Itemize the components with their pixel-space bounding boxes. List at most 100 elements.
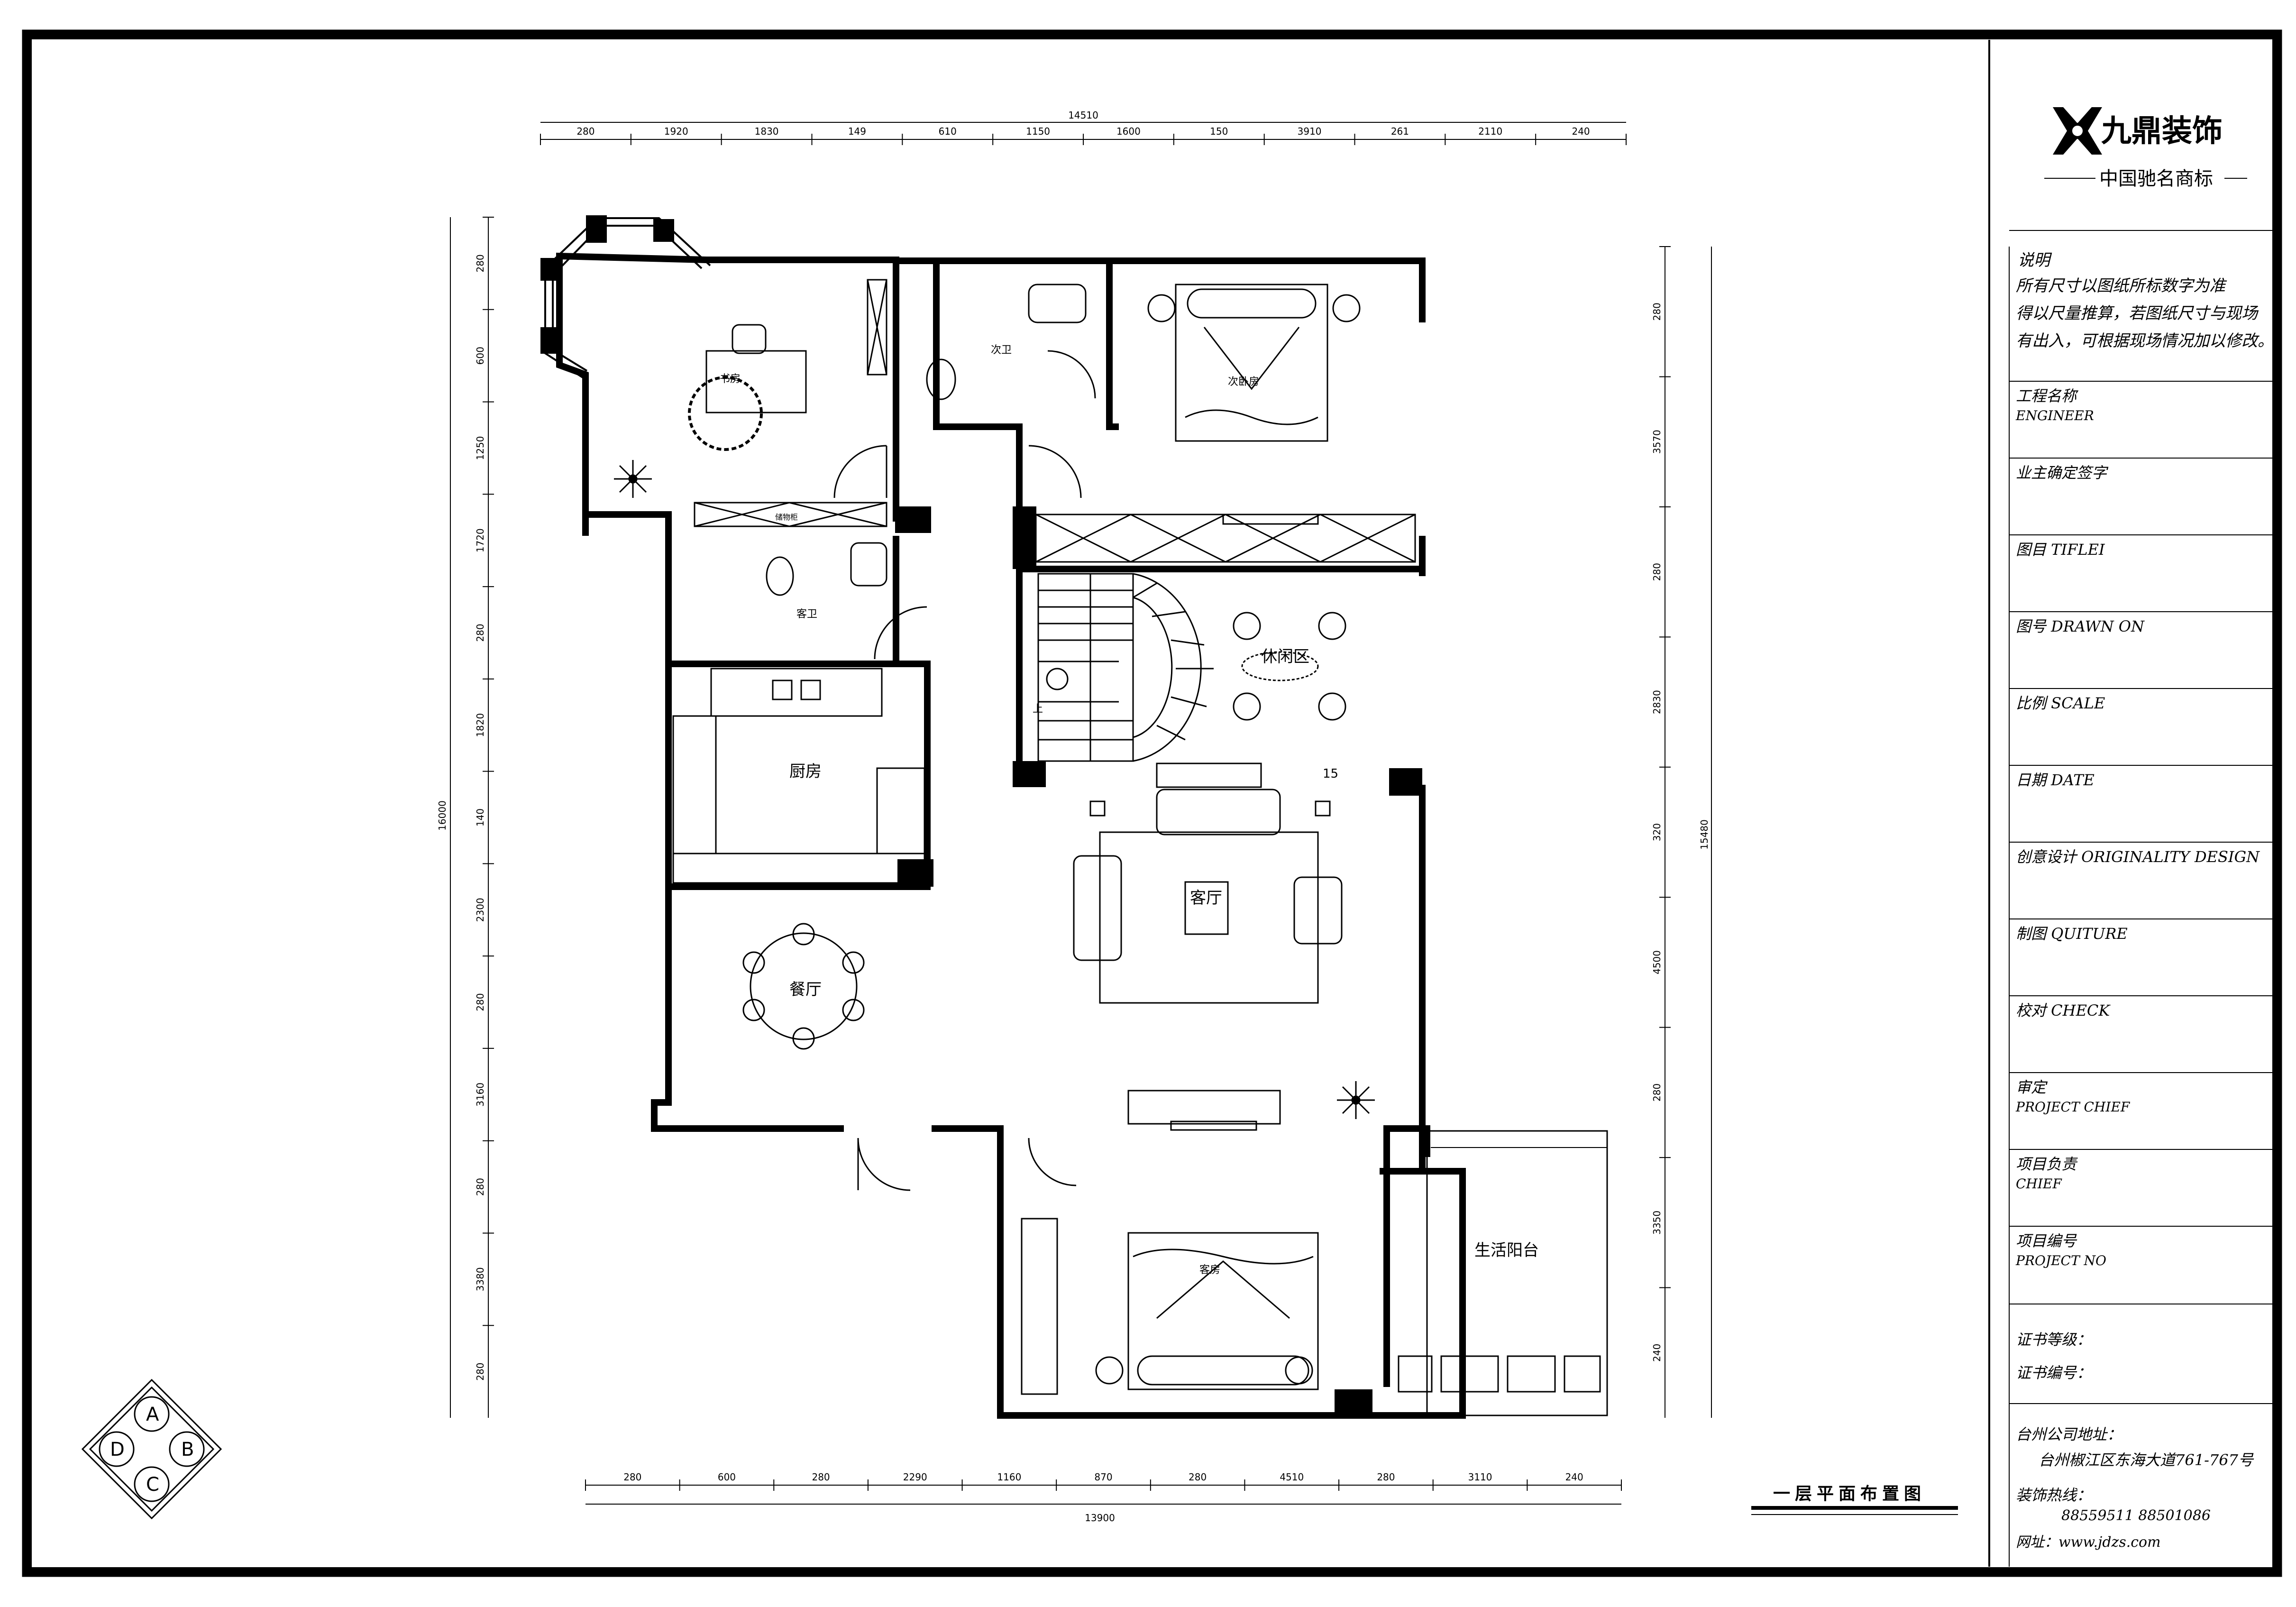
- room-label-study: 书房: [720, 373, 741, 385]
- compass-circle-d: [99, 1431, 135, 1467]
- staircase: [1037, 573, 1214, 762]
- dim-right: 4500: [1651, 950, 1663, 974]
- columns: [540, 215, 1422, 1415]
- step-label: 15: [1323, 767, 1338, 781]
- compass-diamond: [81, 1378, 222, 1520]
- title-row-label: 比例 SCALE: [2016, 694, 2105, 712]
- dim-left: 280: [475, 993, 486, 1011]
- dim-bottom: 1160: [997, 1471, 1021, 1483]
- dim-left-total: 16000: [437, 800, 448, 831]
- dim-top: 149: [848, 126, 866, 137]
- title-row-label-en: PROJECT NO: [2015, 1253, 2106, 1268]
- title-row-label: 创意设计 ORIGINALITY DESIGN: [2016, 848, 2260, 866]
- compass-c: C: [146, 1474, 159, 1496]
- dim-top: 3910: [1298, 126, 1322, 137]
- dim-left: 280: [475, 624, 486, 642]
- dim-bottom-total: 13900: [1085, 1512, 1115, 1524]
- dim-right: 240: [1651, 1344, 1663, 1362]
- plant-icon: [614, 460, 652, 498]
- dim-top: 2110: [1478, 126, 1502, 137]
- room-label-dining: 餐厅: [789, 980, 822, 999]
- dim-left: 1820: [475, 713, 486, 737]
- dim-right: 280: [1651, 1084, 1663, 1102]
- compass-d: D: [110, 1439, 125, 1460]
- dim-right: 3350: [1651, 1211, 1663, 1235]
- dim-top: 610: [939, 126, 957, 137]
- room-label-guest-bath: 客卫: [796, 608, 817, 620]
- notes-line-3: 有出入，可根据现场情况加以修改。: [2016, 331, 2274, 350]
- title-row-label: 日期 DATE: [2016, 771, 2095, 789]
- dim-bottom: 2290: [903, 1471, 927, 1483]
- dim-bottom: 240: [1565, 1471, 1583, 1483]
- dim-right: 3570: [1651, 430, 1663, 454]
- room-label-leisure: 休闲区: [1261, 647, 1309, 666]
- title-row-label: 项目编号: [2016, 1232, 2077, 1250]
- dim-left: 3380: [475, 1267, 486, 1291]
- certificate-level: 证书等级：: [2016, 1331, 2092, 1349]
- notes-line-2: 得以尺量推算，若图纸尺寸与现场: [2016, 304, 2259, 323]
- dim-top: 150: [1210, 126, 1228, 137]
- room-label-second-bath: 次卫: [991, 344, 1012, 356]
- doors: [833, 350, 1096, 1191]
- stairs-up-label: 上: [1033, 703, 1043, 715]
- logo-dot-icon: [2069, 123, 2086, 139]
- dim-bottom: 870: [1094, 1471, 1112, 1483]
- room-label-kitchen: 厨房: [789, 762, 822, 781]
- company-slogan: 中国驰名商标: [2099, 168, 2213, 190]
- title-row-label: 校对 CHECK: [2016, 1001, 2111, 1019]
- certificate-number: 证书编号：: [2016, 1364, 2092, 1382]
- room-label-living: 客厅: [1190, 889, 1222, 908]
- compass-a: A: [146, 1404, 159, 1425]
- title-row-label: 图号 DRAWN ON: [2016, 617, 2145, 635]
- dim-left: 140: [475, 808, 486, 826]
- company-logo: 九鼎装饰: [2053, 107, 2223, 155]
- compass-rose: [81, 1378, 222, 1520]
- dimension-lines: [450, 122, 1712, 1505]
- fixtures: [672, 279, 1601, 1395]
- walls: [556, 252, 1466, 1419]
- room-labels: 书房 次卫 次卧房 客卫 厨房 休闲区 客厅 餐厅 客房 生活阳台 储物柜: [720, 344, 1539, 1276]
- compass-circle-a: [134, 1396, 170, 1432]
- drawing-title: 一层平面布置图: [1773, 1484, 1926, 1504]
- dim-right-total: 15480: [1699, 819, 1710, 850]
- dim-right: 2830: [1651, 690, 1663, 714]
- dim-top: 1150: [1026, 126, 1050, 137]
- dim-top-total: 14510: [1068, 110, 1098, 121]
- website: 网址：www.jdzs.com: [2016, 1534, 2161, 1551]
- dim-left: 280: [475, 1363, 486, 1381]
- notes-heading: 说明: [2018, 251, 2052, 270]
- compass-diamond-inner: [89, 1386, 215, 1512]
- address: 台州椒江区东海大道761-767号: [2039, 1451, 2254, 1469]
- dim-left: 280: [475, 254, 486, 272]
- outer-border: [22, 29, 2282, 1577]
- dim-right: 280: [1651, 563, 1663, 581]
- dim-top: 280: [576, 126, 595, 137]
- dim-left: 2300: [475, 898, 486, 922]
- dim-bottom: 3110: [1468, 1471, 1492, 1483]
- title-row-label-en: CHIEF: [2016, 1176, 2062, 1192]
- dim-right: 320: [1651, 823, 1663, 841]
- dim-right: 280: [1651, 303, 1663, 321]
- plant-icon: [1337, 1081, 1375, 1119]
- title-row-label: 业主确定签字: [2016, 464, 2109, 482]
- dim-left: 280: [475, 1178, 486, 1196]
- notes-line-1: 所有尺寸以图纸所标数字为准: [2016, 276, 2227, 295]
- dim-bottom: 280: [623, 1471, 641, 1483]
- dim-left: 600: [475, 347, 486, 365]
- room-label-storage: 储物柜: [775, 513, 798, 522]
- dim-bottom: 4510: [1280, 1471, 1304, 1483]
- title-row-label-en: PROJECT CHIEF: [2015, 1099, 2131, 1115]
- company-name: 九鼎装饰: [2101, 114, 2223, 149]
- dim-bottom: 280: [812, 1471, 830, 1483]
- hotline-label: 装饰热线：: [2016, 1486, 2092, 1504]
- title-row-label: 项目负责: [2016, 1155, 2078, 1173]
- title-row-label: 工程名称: [2016, 387, 2079, 405]
- plants: [614, 460, 1375, 1119]
- balcony-outline: [1426, 1130, 1608, 1416]
- address-label: 台州公司地址：: [2016, 1425, 2122, 1443]
- title-row-label: 图目 TIFLEI: [2016, 541, 2105, 559]
- compass-circle-c: [134, 1466, 170, 1502]
